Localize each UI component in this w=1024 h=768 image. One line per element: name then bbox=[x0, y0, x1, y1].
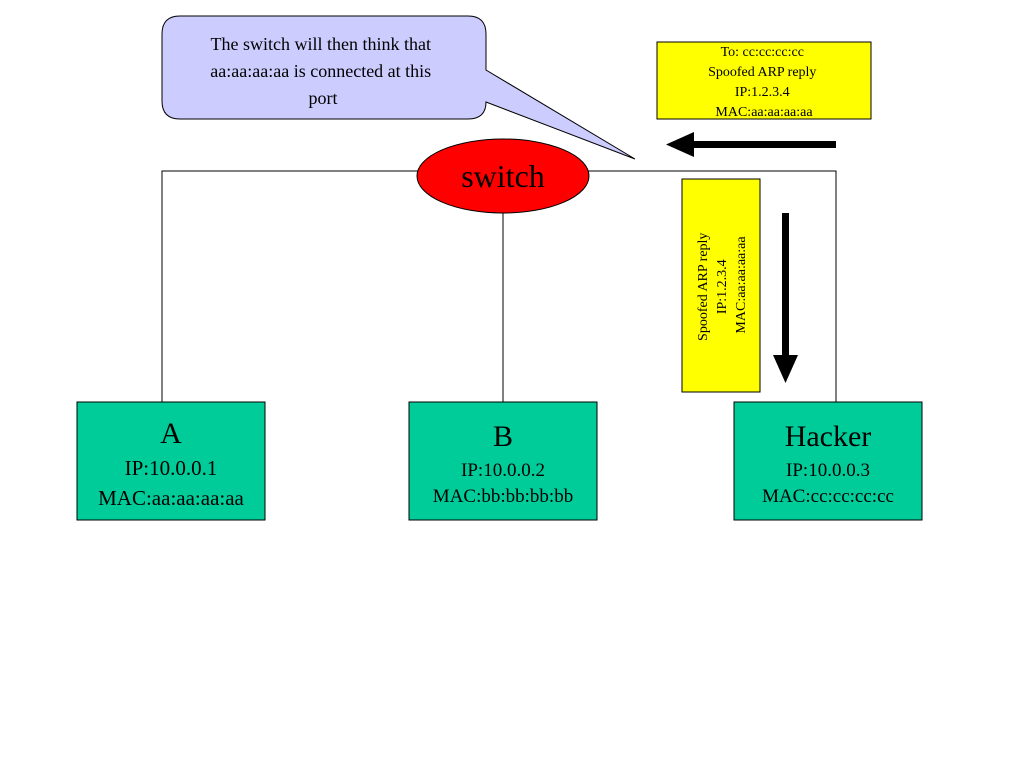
callout: The switch will then think that aa:aa:aa… bbox=[161, 15, 636, 160]
arrow-to-switch bbox=[666, 132, 836, 157]
packet-line: Spoofed ARP reply bbox=[708, 65, 816, 80]
packet-line: IP:1.2.3.4 bbox=[735, 85, 790, 100]
packet-line: Spoofed ARP reply bbox=[696, 233, 711, 341]
arrow-to-hacker-head bbox=[773, 355, 798, 383]
host-b-name: B bbox=[493, 420, 513, 453]
host-a: A IP:10.0.0.1 MAC:aa:aa:aa:aa bbox=[76, 401, 266, 521]
switch-node: switch bbox=[416, 138, 590, 214]
host-a-mac: MAC:aa:aa:aa:aa bbox=[98, 486, 244, 510]
link-switch-to-hacker bbox=[588, 170, 837, 402]
arrow-to-switch-head bbox=[666, 132, 694, 157]
network-links bbox=[161, 170, 837, 402]
host-a-ip: IP:10.0.0.1 bbox=[125, 456, 218, 480]
host-b-ip: IP:10.0.0.2 bbox=[461, 460, 545, 481]
host-b-box bbox=[408, 401, 598, 521]
callout-line: aa:aa:aa:aa is connected at this bbox=[210, 61, 431, 81]
switch-ellipse bbox=[416, 138, 590, 214]
arrow-to-hacker bbox=[773, 213, 798, 383]
packet-to-switch: To: cc:cc:cc:cc Spoofed ARP reply IP:1.2… bbox=[656, 41, 872, 120]
arrow-to-hacker-shaft bbox=[782, 213, 789, 359]
packet-line: To: cc:cc:cc:cc bbox=[721, 45, 804, 60]
callout-line: The switch will then think that bbox=[211, 34, 431, 54]
host-hacker-mac: MAC:cc:cc:cc:cc bbox=[762, 486, 894, 507]
host-hacker-ip: IP:10.0.0.3 bbox=[786, 460, 870, 481]
packet-to-switch-box bbox=[656, 41, 872, 120]
callout-bubble bbox=[161, 15, 636, 160]
packet-to-switch-text: To: cc:cc:cc:cc Spoofed ARP reply IP:1.2… bbox=[708, 45, 820, 120]
callout-line: port bbox=[309, 88, 338, 108]
host-hacker: Hacker IP:10.0.0.3 MAC:cc:cc:cc:cc bbox=[733, 401, 923, 521]
packet-to-hacker-box bbox=[681, 178, 761, 393]
link-switch-to-host-a bbox=[161, 170, 418, 402]
host-b: B IP:10.0.0.2 MAC:bb:bb:bb:bb bbox=[408, 401, 598, 521]
callout-text: The switch will then think that aa:aa:aa… bbox=[210, 34, 435, 108]
switch-label: switch bbox=[461, 158, 545, 194]
host-hacker-box bbox=[733, 401, 923, 521]
host-hacker-name: Hacker bbox=[785, 420, 872, 453]
arrow-to-switch-shaft bbox=[690, 141, 836, 148]
packet-to-hacker-text: Spoofed ARP reply IP:1.2.3.4 MAC:aa:aa:a… bbox=[696, 229, 749, 341]
packet-line: MAC:aa:aa:aa:aa bbox=[734, 236, 749, 334]
host-a-name: A bbox=[160, 417, 182, 450]
host-b-mac: MAC:bb:bb:bb:bb bbox=[433, 486, 573, 507]
packet-line: IP:1.2.3.4 bbox=[715, 259, 730, 314]
packet-to-hacker: Spoofed ARP reply IP:1.2.3.4 MAC:aa:aa:a… bbox=[681, 178, 761, 393]
host-a-box bbox=[76, 401, 266, 521]
packet-line: MAC:aa:aa:aa:aa bbox=[715, 105, 813, 120]
